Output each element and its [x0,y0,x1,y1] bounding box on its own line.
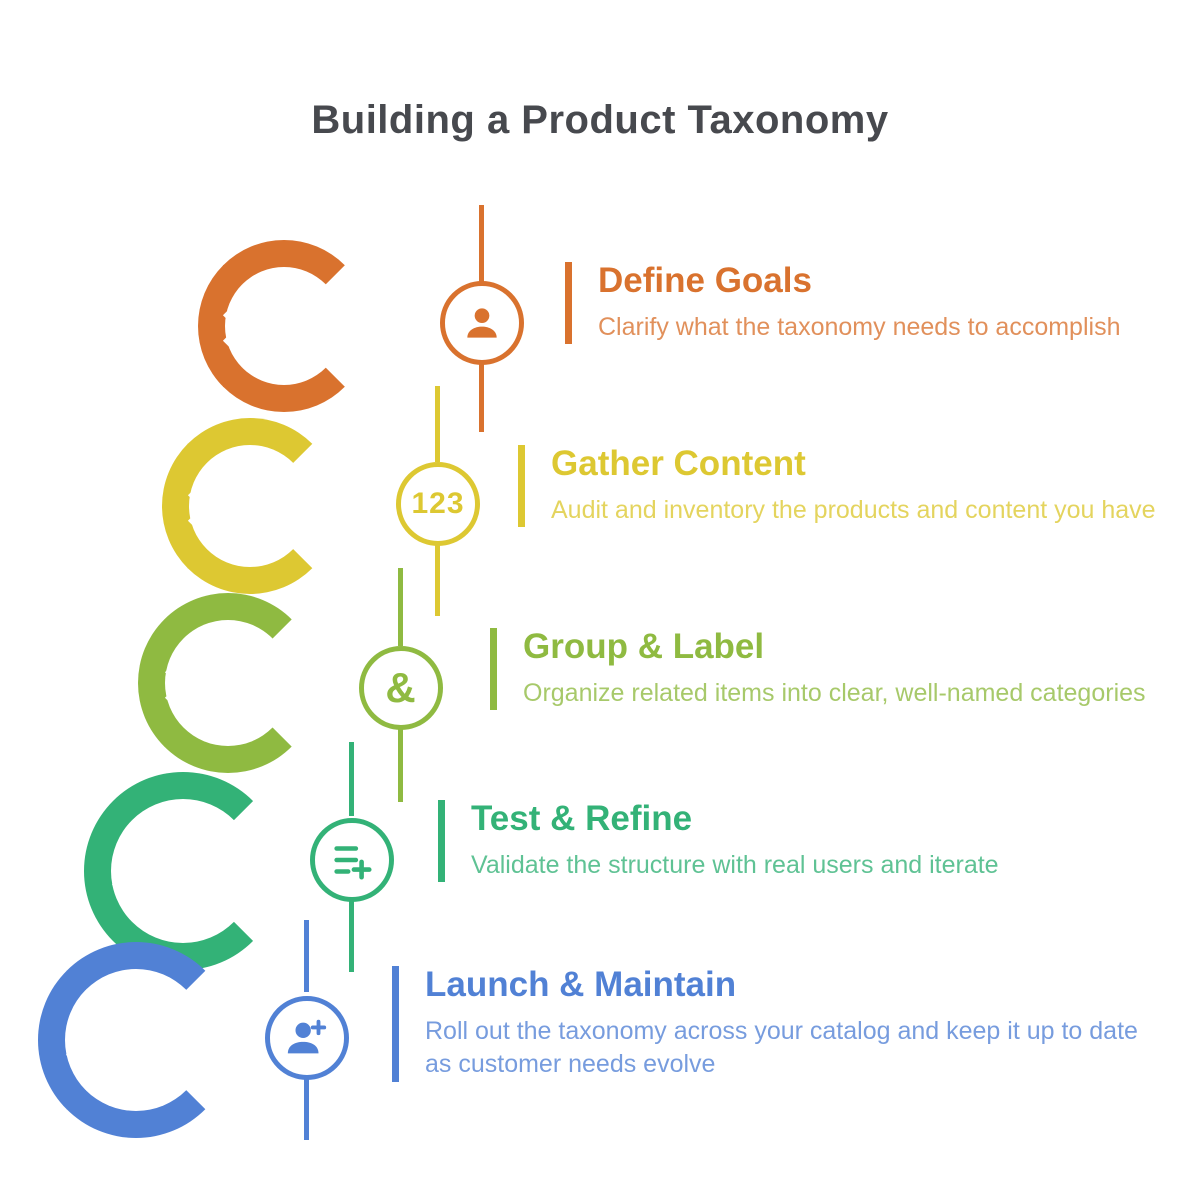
add-list-icon [310,818,394,902]
ampersand-icon-glyph: & [385,664,417,711]
step-4-heading: Test & Refine [471,799,693,838]
connector-line [435,386,440,462]
connector-line [304,1078,309,1140]
connector-line [435,544,440,616]
connector-line [479,360,484,432]
step-3-heading: Group & Label [523,627,765,666]
step-5-subtext: Roll out the taxonomy across your catalo… [425,1016,1138,1079]
step-1-subtext: Clarify what the taxonomy needs to accom… [598,312,1121,341]
ampersand-icon: & [359,646,443,730]
step-2-heading: Gather Content [551,444,806,483]
step-3-text: Group & Label Organize related items int… [490,627,1146,711]
step-5-text: Launch & Maintain Roll out the taxonomy … [392,965,1145,1082]
step-3-subtext: Organize related items into clear, well-… [523,678,1146,707]
step-2-text: Gather Content Audit and inventory the p… [518,444,1156,528]
step-1-text: Define Goals Clarify what the taxonomy n… [565,261,1121,345]
connector-line [479,205,484,285]
connector-line [349,742,354,816]
step-4-text: Test & Refine Validate the structure wit… [438,799,999,883]
connector-line [398,728,403,802]
step-2-subtext: Audit and inventory the products and con… [551,495,1156,524]
step-1-heading: Define Goals [598,261,812,300]
step-5-heading: Launch & Maintain [425,965,737,1004]
person-icon [440,281,524,365]
numbers-icon: 123 [396,462,480,546]
connector-line [349,900,354,972]
step-4-subtext: Validate the structure with real users a… [471,850,999,879]
page-title: Building a Product Taxonomy [311,98,889,142]
person-chart-icon [265,996,349,1080]
connector-line [304,920,309,992]
numbers-icon-glyph: 123 [411,487,465,520]
connector-line [398,568,403,646]
